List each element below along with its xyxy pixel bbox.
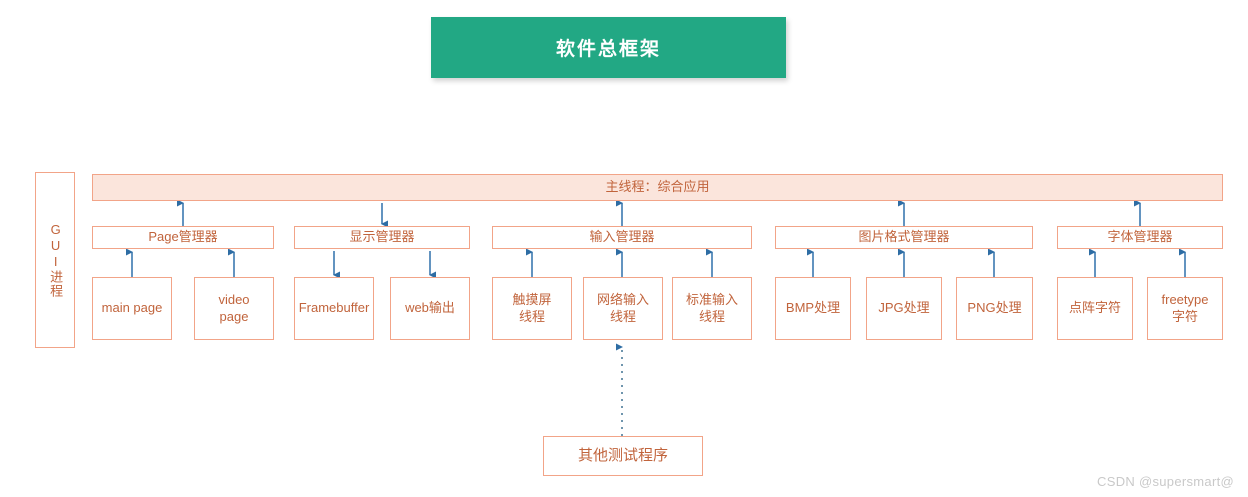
diagram-title-banner: 软件总框架 bbox=[431, 17, 786, 78]
page-title: 软件总框架 bbox=[555, 39, 661, 60]
manager-image-format[interactable]: 图片格式管理器 bbox=[775, 226, 1033, 249]
leaf-touchscreen-thread[interactable]: 触摸屏线程 bbox=[492, 277, 572, 340]
leaf-standard-input-thread[interactable]: 标准输入线程 bbox=[672, 277, 752, 340]
leaf-bitmap-font[interactable]: 点阵字符 bbox=[1057, 277, 1133, 340]
leaf-bmp-handler-label: BMP处理 bbox=[785, 300, 841, 316]
leaf-main-page-label: main page bbox=[101, 300, 163, 316]
leaf-jpg-handler[interactable]: JPG处理 bbox=[866, 277, 942, 340]
manager-page[interactable]: Page管理器 bbox=[92, 226, 274, 249]
manager-page-label: Page管理器 bbox=[148, 229, 218, 245]
gui-process-container[interactable]: GUI进程 bbox=[35, 172, 75, 348]
main-thread-label: 主线程：综合应用 bbox=[605, 179, 710, 195]
manager-image-format-label: 图片格式管理器 bbox=[858, 229, 950, 245]
main-thread-bar[interactable]: 主线程：综合应用 bbox=[92, 174, 1223, 201]
leaf-touchscreen-thread-label: 触摸屏线程 bbox=[512, 292, 552, 324]
watermark: CSDN @supersmart@ bbox=[1097, 474, 1234, 489]
manager-input-label: 输入管理器 bbox=[589, 229, 655, 245]
leaf-network-input-thread[interactable]: 网络输入线程 bbox=[583, 277, 663, 340]
gui-process-label: GUI进程 bbox=[48, 222, 64, 298]
leaf-png-handler-label: PNG处理 bbox=[967, 300, 1022, 316]
manager-input[interactable]: 输入管理器 bbox=[492, 226, 752, 249]
leaf-web-output-label: web输出 bbox=[405, 300, 455, 316]
leaf-jpg-handler-label: JPG处理 bbox=[878, 300, 930, 316]
leaf-network-input-thread-label: 网络输入线程 bbox=[596, 292, 649, 324]
leaf-png-handler[interactable]: PNG处理 bbox=[956, 277, 1033, 340]
manager-display-label: 显示管理器 bbox=[349, 229, 415, 245]
manager-font-label: 字体管理器 bbox=[1107, 229, 1173, 245]
manager-display[interactable]: 显示管理器 bbox=[294, 226, 470, 249]
leaf-main-page[interactable]: main page bbox=[92, 277, 172, 340]
leaf-bmp-handler[interactable]: BMP处理 bbox=[775, 277, 851, 340]
leaf-framebuffer[interactable]: Framebuffer bbox=[294, 277, 374, 340]
leaf-framebuffer-label: Framebuffer bbox=[298, 300, 370, 316]
external-test-program[interactable]: 其他测试程序 bbox=[543, 436, 703, 476]
external-test-program-label: 其他测试程序 bbox=[577, 446, 668, 464]
leaf-standard-input-thread-label: 标准输入线程 bbox=[685, 292, 738, 324]
leaf-bitmap-font-label: 点阵字符 bbox=[1068, 300, 1121, 316]
leaf-web-output[interactable]: web输出 bbox=[390, 277, 470, 340]
manager-font[interactable]: 字体管理器 bbox=[1057, 226, 1223, 249]
